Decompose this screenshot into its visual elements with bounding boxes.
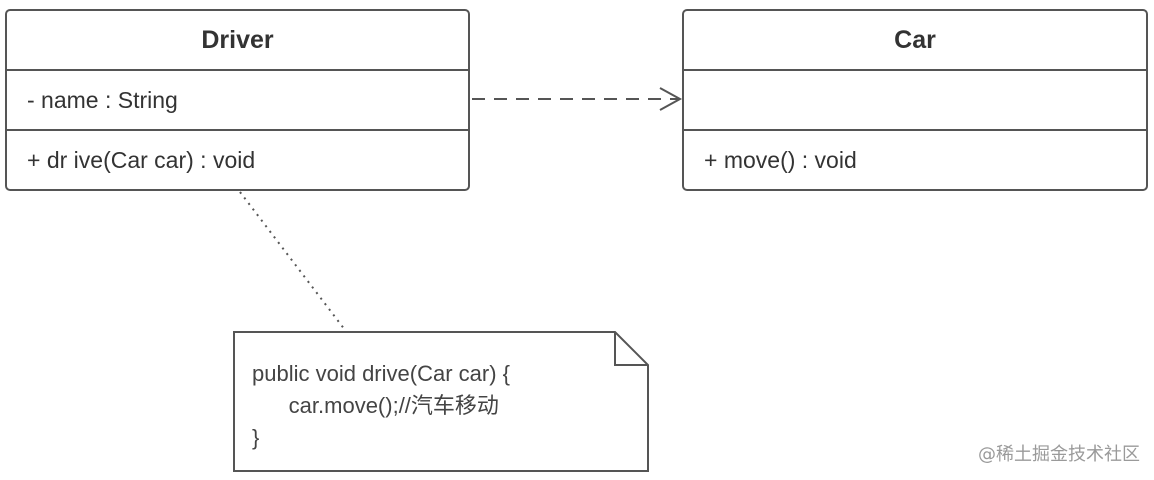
operation-move: + move() : void — [704, 146, 857, 173]
note-anchor-line — [239, 191, 346, 331]
dependency-arrowhead — [659, 87, 683, 111]
class-name: Driver — [201, 25, 274, 54]
attribute-name: - name : String — [27, 86, 178, 113]
watermark: @稀土掘金技术社区 — [978, 444, 1140, 465]
note-line-2: car.move();//汽车移动 — [252, 393, 499, 418]
class-name: Car — [894, 25, 936, 54]
note-line-1: public void drive(Car car) { — [252, 361, 510, 386]
class-car[interactable]: Car + move() : void — [682, 9, 1148, 191]
class-operations: + dr ive(Car car) : void — [7, 129, 468, 189]
note-line-3: } — [252, 425, 260, 450]
note-shape — [233, 331, 649, 472]
note-text: public void drive(Car car) { car.move();… — [252, 358, 510, 454]
class-attributes: - name : String — [7, 69, 468, 129]
class-attributes — [684, 69, 1146, 129]
code-note[interactable]: public void drive(Car car) { car.move();… — [232, 330, 650, 473]
class-operations: + move() : void — [684, 129, 1146, 189]
class-driver[interactable]: Driver - name : String + dr ive(Car car)… — [5, 9, 470, 191]
operation-drive: + dr ive(Car car) : void — [27, 146, 256, 173]
